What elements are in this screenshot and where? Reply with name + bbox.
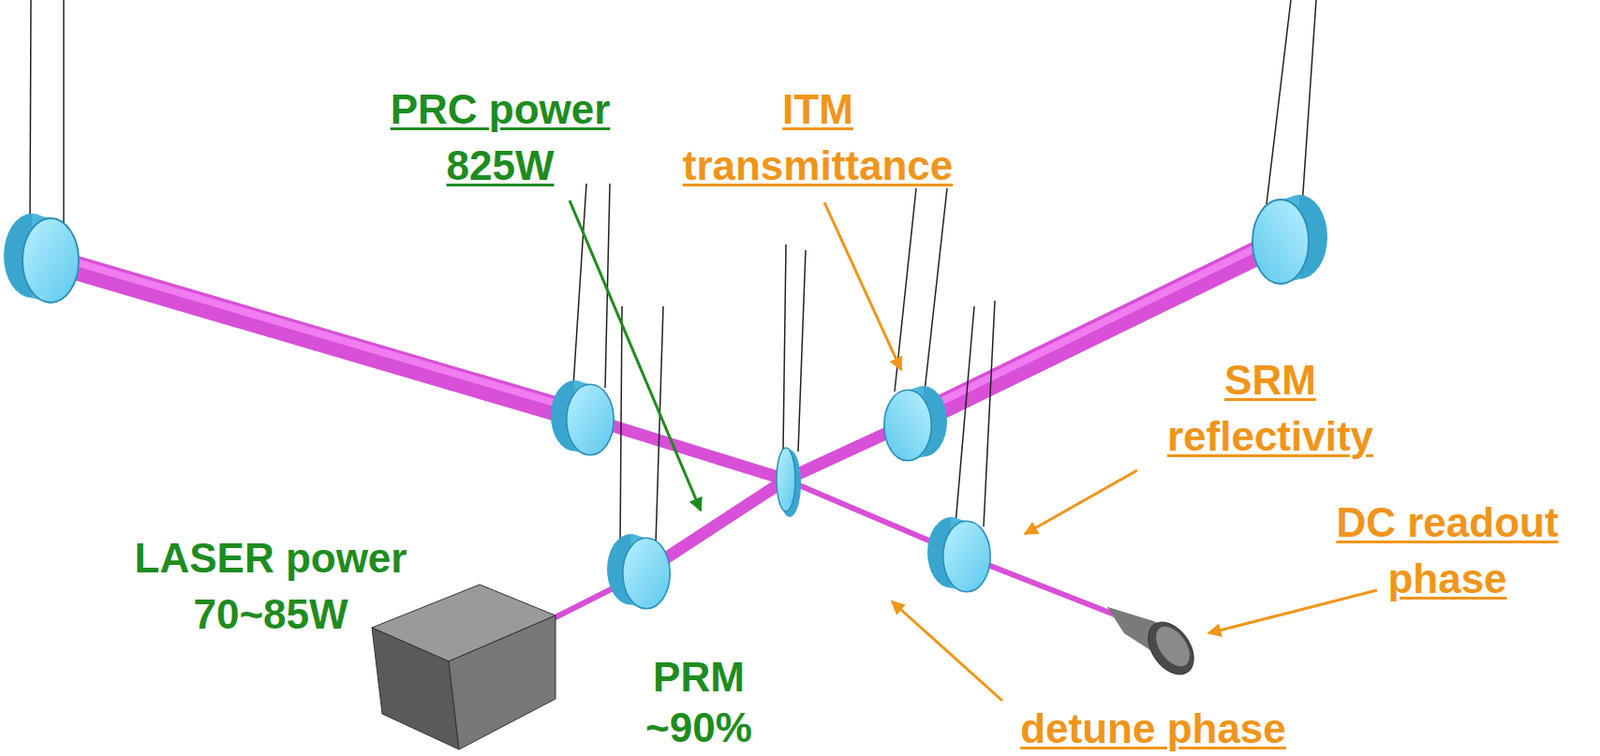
callout-label: PRC power 825W [364,81,637,194]
label-text: detune phase [1020,705,1287,752]
itm-mirror [550,380,614,456]
callout-label: DC readout phase [1306,494,1588,608]
itm-mirror [884,385,948,461]
label-text: PRC power 825W [390,86,611,189]
end-mirror [1252,194,1328,284]
label-text: LASER power 70~85W [134,534,408,638]
laser-box [371,584,556,750]
callout-label: ITM transmittance [682,81,954,194]
label-text: ITM transmittance [682,86,954,189]
label-text: DC readout phase [1335,499,1558,602]
prm-mirror [607,533,670,609]
srm-mirror [927,517,991,593]
leader-arrows [569,200,1378,701]
callout-label: PRM ~90% [645,651,753,754]
suspension-wires [29,0,1317,544]
callout-label: SRM reflectivity [1167,352,1374,465]
beam-splitter [776,447,801,518]
label-text: SRM reflectivity [1167,356,1374,460]
callout-label: detune phase [1020,703,1287,755]
photodetector [1107,607,1203,683]
callout-label: LASER power 70~85W [111,530,430,643]
label-text: PRM ~90% [645,653,753,751]
end-mirror [3,213,79,303]
